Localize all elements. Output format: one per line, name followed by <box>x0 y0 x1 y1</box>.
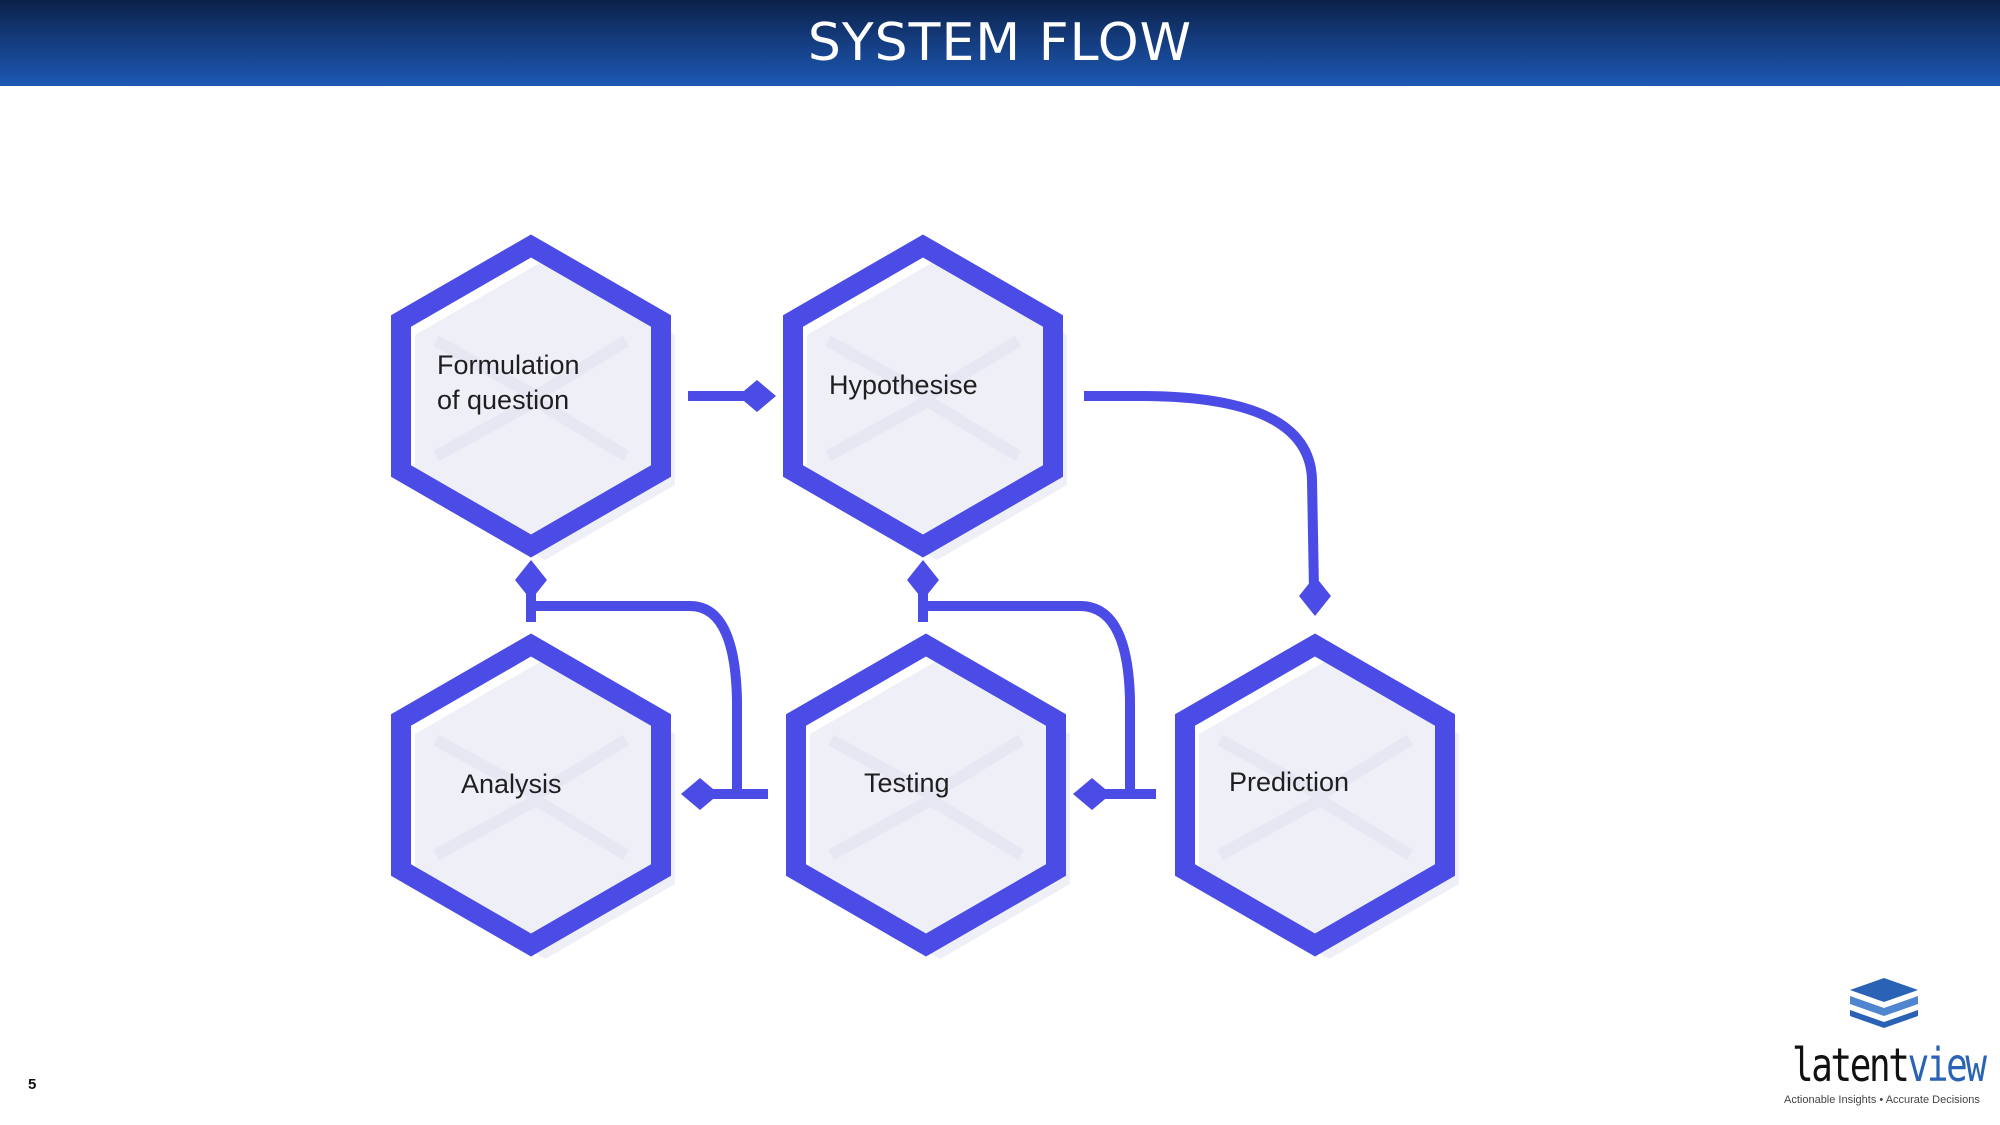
hexagon-inner-pattern <box>433 335 630 462</box>
connector-diamond-testing-in <box>1073 778 1111 810</box>
hexagon-inner-pattern <box>433 734 630 861</box>
connector-testing-hypothesise <box>918 601 1135 794</box>
hexagon-inner-pattern <box>828 734 1025 861</box>
connector-hypothesise-prediction <box>1084 391 1319 591</box>
connector-diamond-hypothesise-up <box>907 560 939 600</box>
page-title: SYSTEM FLOW <box>807 13 1193 73</box>
hexagon-node-analysis <box>391 633 671 957</box>
page-number: 5 <box>28 1076 37 1093</box>
node-label-testing: Testing <box>864 768 950 798</box>
hexagon-node-formulation <box>391 234 671 558</box>
hexagon-inner-pattern <box>1217 734 1414 861</box>
hexagon-node-testing <box>786 633 1066 957</box>
title-bar <box>0 0 2000 86</box>
hexagon-node-prediction <box>1175 633 1455 957</box>
hexagon-node-hypothesise <box>783 234 1063 558</box>
node-label-hypothesise: Hypothesise <box>829 370 978 400</box>
stacked-layers-icon <box>1850 978 1918 1028</box>
connector-diamond-hypothesise-in <box>738 380 776 412</box>
connector-diamond-formulation-up <box>515 560 547 600</box>
hexagon-inner-pattern <box>825 335 1022 462</box>
connector-diamond-analysis-in <box>681 778 719 810</box>
connector-diamond-prediction-in <box>1299 576 1331 616</box>
node-label-analysis: Analysis <box>461 769 562 799</box>
connector-analysis-formulation <box>526 601 742 794</box>
logo-tagline: Actionable Insights • Accurate Decisions <box>1784 1094 1980 1106</box>
logo-wordmark: latentview <box>1792 1038 1987 1092</box>
latentview-logo: latentview Actionable Insights • Accurat… <box>1774 972 1994 1112</box>
node-label-prediction: Prediction <box>1229 767 1349 797</box>
